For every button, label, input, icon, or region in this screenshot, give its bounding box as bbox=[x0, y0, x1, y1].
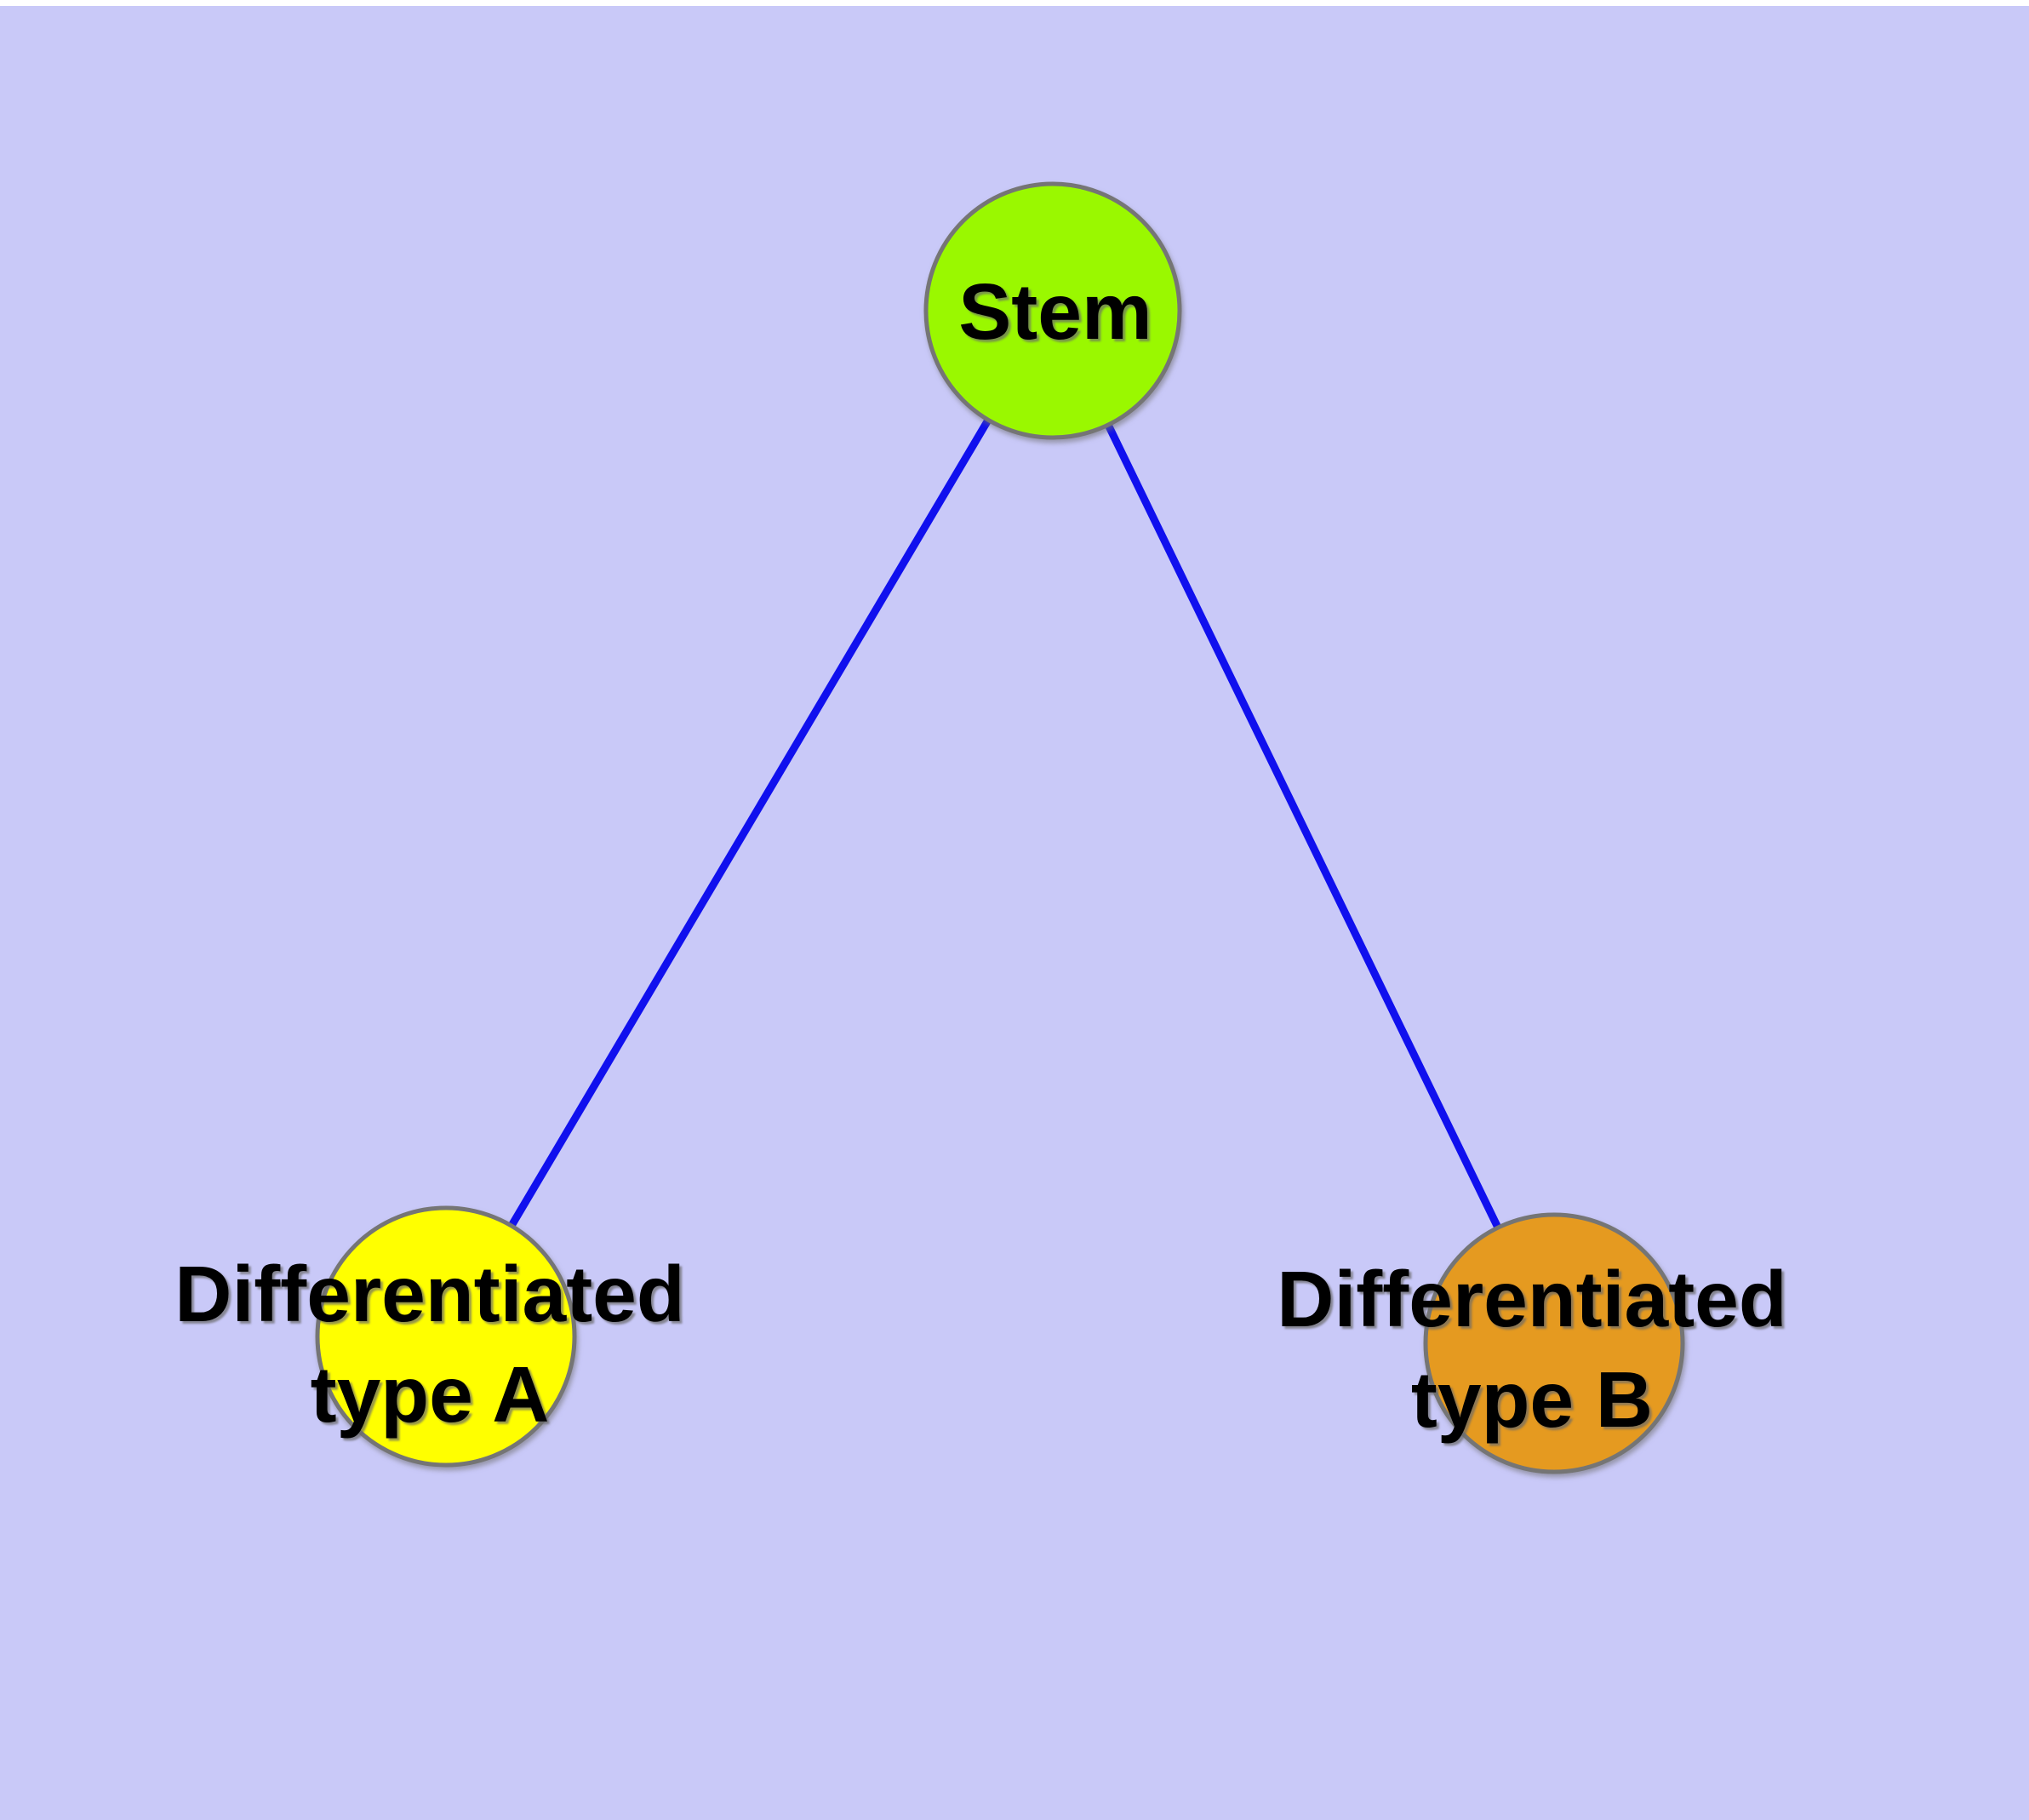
top-frame-strip bbox=[0, 0, 2029, 6]
edge-stem-to-type-b bbox=[1049, 309, 1558, 1345]
type-a-node-label-line1: Differentiated bbox=[174, 1250, 684, 1338]
type-b-node-label-line1: Differentiated bbox=[1277, 1255, 1786, 1343]
type-a-node-circle bbox=[315, 1205, 577, 1468]
stem-node-label: Stem bbox=[958, 267, 1152, 356]
stem-node-circle bbox=[923, 181, 1182, 440]
type-b-node-label-line2: type B bbox=[1411, 1355, 1653, 1444]
edge-stem-to-type-a bbox=[443, 308, 1056, 1339]
type-b-node-circle bbox=[1423, 1212, 1685, 1474]
type-a-node-label-line2: type A bbox=[311, 1350, 550, 1439]
